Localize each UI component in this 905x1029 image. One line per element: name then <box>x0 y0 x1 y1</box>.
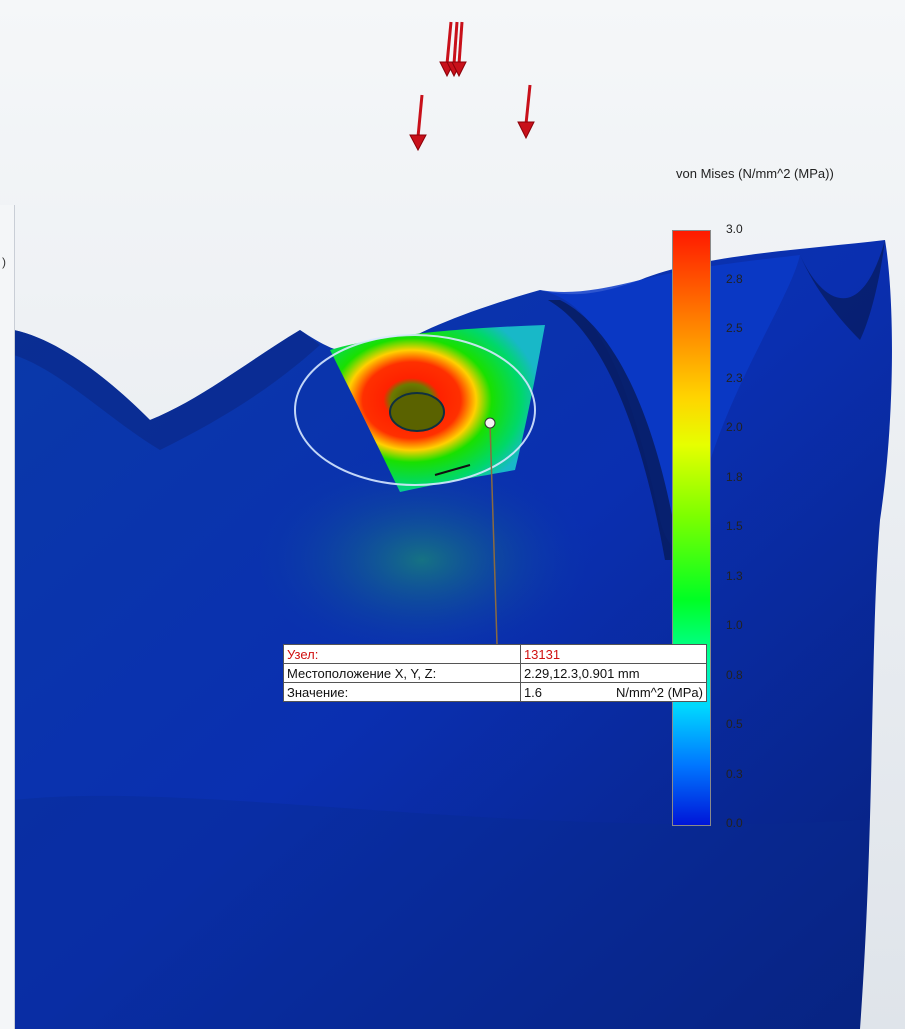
value-cell: 1.6 N/mm^2 (MPa) <box>519 682 708 702</box>
location-value: 2.29,12.3,0.901 mm <box>519 663 708 683</box>
legend-tick-label: 0.0 <box>726 816 743 830</box>
probe-row-value: Значение: 1.6 N/mm^2 (MPa) <box>283 682 708 702</box>
legend-tick-label: 2.3 <box>726 370 743 385</box>
down-arrow-load-icon <box>409 94 427 152</box>
legend-tick-label: 2.5 <box>726 321 743 335</box>
legend-tick-label: 1.5 <box>726 519 743 533</box>
node-label: Узел: <box>283 644 521 664</box>
legend-tick-label: 2.0 <box>726 420 743 434</box>
legend-tick-label: 1.3 <box>726 568 743 583</box>
left-panel-text: ) <box>2 255 6 269</box>
probe-result-table[interactable]: Узел: 13131 Местоположение X, Y, Z: 2.29… <box>283 644 708 702</box>
legend-tick-label: 0.3 <box>726 766 743 781</box>
location-label: Местоположение X, Y, Z: <box>283 663 521 683</box>
legend-tick-label: 2.8 <box>726 271 743 286</box>
legend-tick-label: 3.0 <box>726 222 743 236</box>
legend-title: von Mises (N/mm^2 (MPa)) <box>676 166 834 181</box>
left-panel-edge[interactable]: ) <box>0 205 15 1029</box>
probe-marker[interactable] <box>484 417 496 429</box>
probe-row-node: Узел: 13131 <box>283 644 708 664</box>
load-arrows <box>409 21 535 152</box>
down-arrow-load-icon <box>517 84 535 140</box>
probe-row-location: Местоположение X, Y, Z: 2.29,12.3,0.901 … <box>283 663 708 683</box>
legend-tick-label: 1.0 <box>726 618 743 632</box>
legend-tick-label: 0.8 <box>726 667 743 682</box>
probe-leader-line <box>489 422 498 645</box>
legend-tick-label: 1.8 <box>726 469 743 484</box>
value-number: 1.6 <box>523 684 543 700</box>
legend-color-bar <box>672 230 711 826</box>
value-unit: N/mm^2 (MPa) <box>616 684 703 700</box>
down-arrow-load-icon <box>451 21 467 78</box>
legend-tick-label: 0.5 <box>726 717 743 731</box>
value-label: Значение: <box>283 682 521 702</box>
node-value: 13131 <box>519 644 708 664</box>
